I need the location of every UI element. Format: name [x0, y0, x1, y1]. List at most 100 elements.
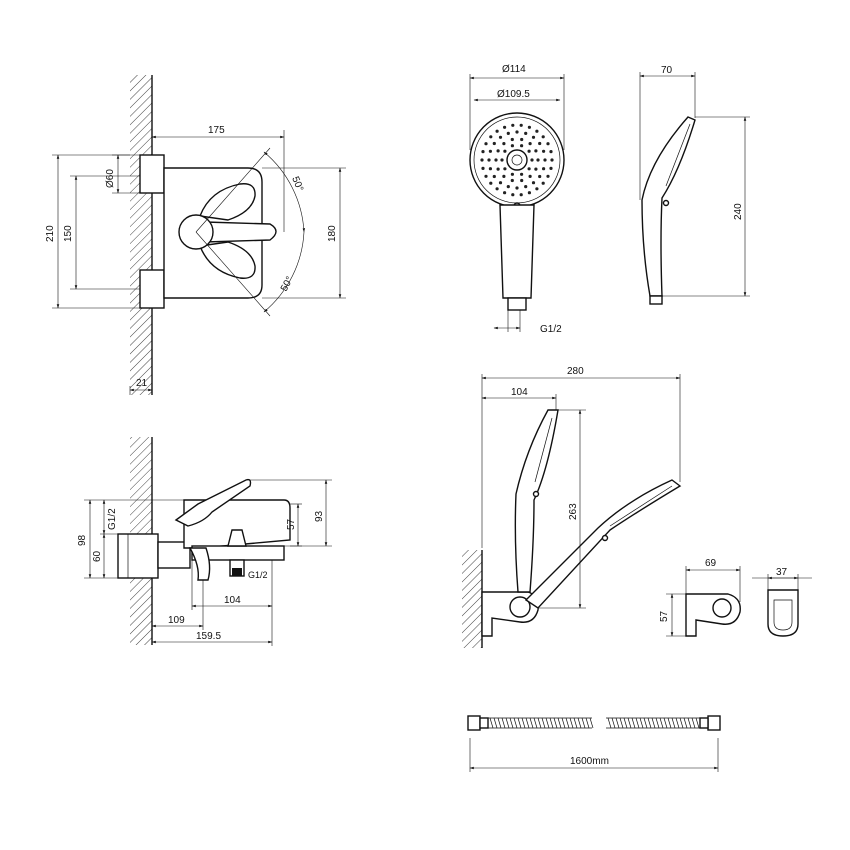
hose-coil	[521, 717, 526, 729]
nozzle-dot	[546, 174, 550, 178]
nozzle-dot	[538, 141, 542, 146]
nozzle-dot	[527, 125, 532, 129]
nozzle-dot	[500, 158, 504, 162]
hose-coil	[639, 717, 644, 729]
nozzle-dot	[528, 174, 532, 178]
dim-bracket-width-69: 69	[705, 558, 717, 569]
dim-bracket-height-57: 57	[659, 610, 670, 622]
dim-width-280: 280	[567, 366, 584, 377]
nozzle-dot	[528, 142, 532, 146]
side-view: 98 G1/2 60 93 57 G1/2 104 109 159.5	[77, 437, 332, 646]
center-nozzle-ring	[506, 149, 528, 171]
holder-assembly: 280 104 263	[462, 366, 682, 648]
hose-coil	[675, 717, 680, 729]
nozzle-dot	[549, 166, 553, 170]
hose-coil	[489, 717, 494, 729]
dim-diameter-60: Ø60	[105, 169, 116, 188]
hose-end-right	[707, 715, 721, 731]
dim-height-210: 210	[45, 225, 56, 242]
dim-lever-height-93: 93	[314, 510, 325, 522]
angle-lower-50: 50°	[279, 275, 296, 294]
hose-coil	[573, 717, 578, 729]
hose-coil	[651, 717, 656, 729]
hose-coil	[695, 717, 700, 729]
dim-depth-159-5: 159.5	[196, 631, 221, 642]
nozzle-dot	[506, 185, 510, 189]
nozzle-dot	[534, 149, 538, 153]
hose-coil	[671, 717, 676, 729]
hose-coil	[691, 717, 696, 729]
dim-thread-g12: G1/2	[540, 324, 562, 335]
nozzle-dot	[484, 142, 488, 146]
hose-coil	[667, 717, 672, 729]
nozzle-pattern	[480, 123, 554, 197]
hose-coil	[557, 717, 562, 729]
nozzle-dot	[524, 131, 528, 135]
hose-coil	[549, 717, 554, 729]
dim-spout-109: 109	[168, 615, 185, 626]
nozzle-dot	[543, 158, 547, 162]
hose-coil	[635, 717, 640, 729]
nozzle-dot	[520, 144, 524, 148]
shower-side-connector	[649, 295, 663, 305]
hose-coil	[687, 717, 692, 729]
hose-coil	[647, 717, 652, 729]
nozzle-dot	[542, 149, 546, 153]
dim-outlet-104: 104	[224, 595, 241, 606]
dim-body-height-57: 57	[286, 518, 297, 530]
hose-coil	[659, 717, 664, 729]
hose-coil	[553, 717, 558, 729]
nozzle-dot	[527, 149, 531, 153]
dim-length-240: 240	[733, 203, 744, 220]
dim-depth-70: 70	[661, 65, 673, 76]
dim-spacing-150: 150	[63, 225, 74, 242]
nozzle-dot	[511, 123, 515, 127]
nozzle-dot	[535, 187, 539, 191]
dim-total-height-98: 98	[77, 534, 88, 546]
nozzle-dot	[550, 158, 554, 162]
nozzle-dot	[503, 191, 507, 195]
hose-coil	[581, 717, 586, 729]
nozzle-dot	[492, 174, 496, 179]
nozzle-dot	[494, 158, 498, 162]
dim-width-175: 175	[208, 125, 225, 136]
hose-coil	[517, 717, 522, 729]
nozzle-dot	[546, 142, 550, 146]
nozzle-dot	[488, 167, 492, 171]
shower-hose: 1600mm	[467, 715, 721, 772]
dim-offset-104: 104	[511, 387, 528, 398]
nozzle-dot	[510, 137, 514, 142]
nozzle-dot	[496, 167, 500, 171]
lever-side	[174, 478, 252, 527]
upper-inlet-nut	[139, 154, 165, 194]
inlet-connection	[117, 533, 159, 579]
nozzle-dot	[489, 181, 493, 185]
hose-coil	[569, 717, 574, 729]
nozzle-dot	[549, 150, 553, 154]
nozzle-dot	[492, 141, 496, 146]
outlet-thread	[232, 568, 242, 576]
nozzle-dot	[502, 174, 506, 178]
nozzle-dot	[538, 174, 542, 179]
nozzle-dot	[495, 187, 499, 191]
bath-spout	[188, 547, 211, 581]
hose-coil	[533, 717, 538, 729]
hose-coil	[623, 717, 628, 729]
nozzle-dot	[480, 158, 484, 162]
hose-coil	[663, 717, 668, 729]
hose-coil	[683, 717, 688, 729]
hose-coil	[509, 717, 514, 729]
hose-coil	[627, 717, 632, 729]
hose-coil	[607, 717, 612, 729]
hose-coil	[513, 717, 518, 729]
nozzle-dot	[511, 193, 515, 197]
dim-bracket-depth-37: 37	[776, 567, 788, 578]
hand-shower-front: Ø114 Ø109.5 G1/2	[469, 64, 565, 335]
nozzle-dot	[496, 149, 500, 153]
nozzle-dot	[542, 167, 546, 171]
nozzle-dot	[535, 129, 539, 133]
wall-hatch-holder	[462, 550, 482, 648]
hose-coil	[589, 717, 594, 729]
dim-outlet-thread: G1/2	[248, 570, 268, 580]
